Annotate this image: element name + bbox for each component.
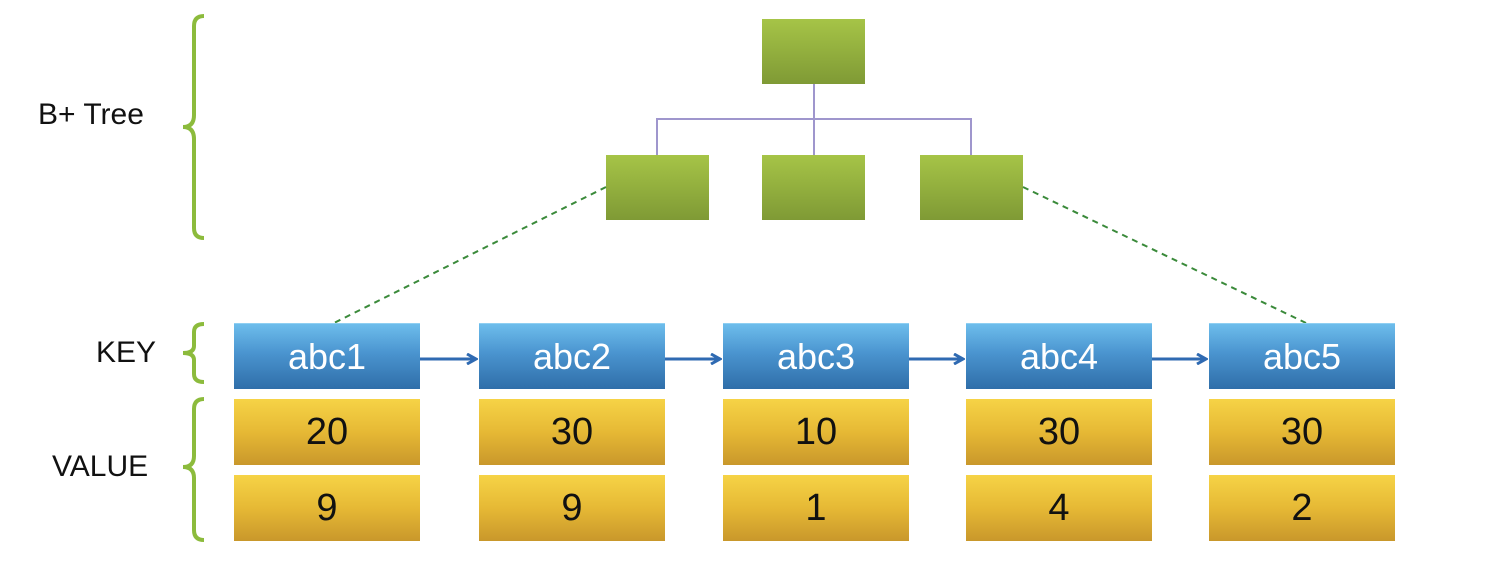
value-cell: 30	[479, 399, 665, 465]
dashed-link-right	[1022, 186, 1307, 324]
value-cell: 4	[966, 475, 1152, 541]
value-cell: 9	[234, 475, 420, 541]
btree-label: B+ Tree	[38, 98, 144, 131]
btree-bracket	[182, 14, 205, 240]
key-cell: abc3	[723, 323, 909, 389]
value-cell: 30	[966, 399, 1152, 465]
dashed-link-left	[333, 186, 607, 324]
value-cell: 1	[723, 475, 909, 541]
tree-connectors	[656, 84, 972, 155]
tree-root-node	[762, 19, 865, 84]
value-cell: 2	[1209, 475, 1395, 541]
value-cell: 10	[723, 399, 909, 465]
value-bracket	[182, 397, 205, 542]
key-cell: abc4	[966, 323, 1152, 389]
tree-child-node	[920, 155, 1023, 220]
key-cell: abc2	[479, 323, 665, 389]
key-bracket	[182, 322, 205, 384]
value-label: VALUE	[52, 450, 149, 483]
key-cell: abc1	[234, 323, 420, 389]
value-cell: 30	[1209, 399, 1395, 465]
value-cell: 9	[479, 475, 665, 541]
value-cell: 20	[234, 399, 420, 465]
key-label: KEY	[96, 336, 157, 369]
tree-child-node	[606, 155, 709, 220]
tree-child-node	[762, 155, 865, 220]
key-cell: abc5	[1209, 323, 1395, 389]
